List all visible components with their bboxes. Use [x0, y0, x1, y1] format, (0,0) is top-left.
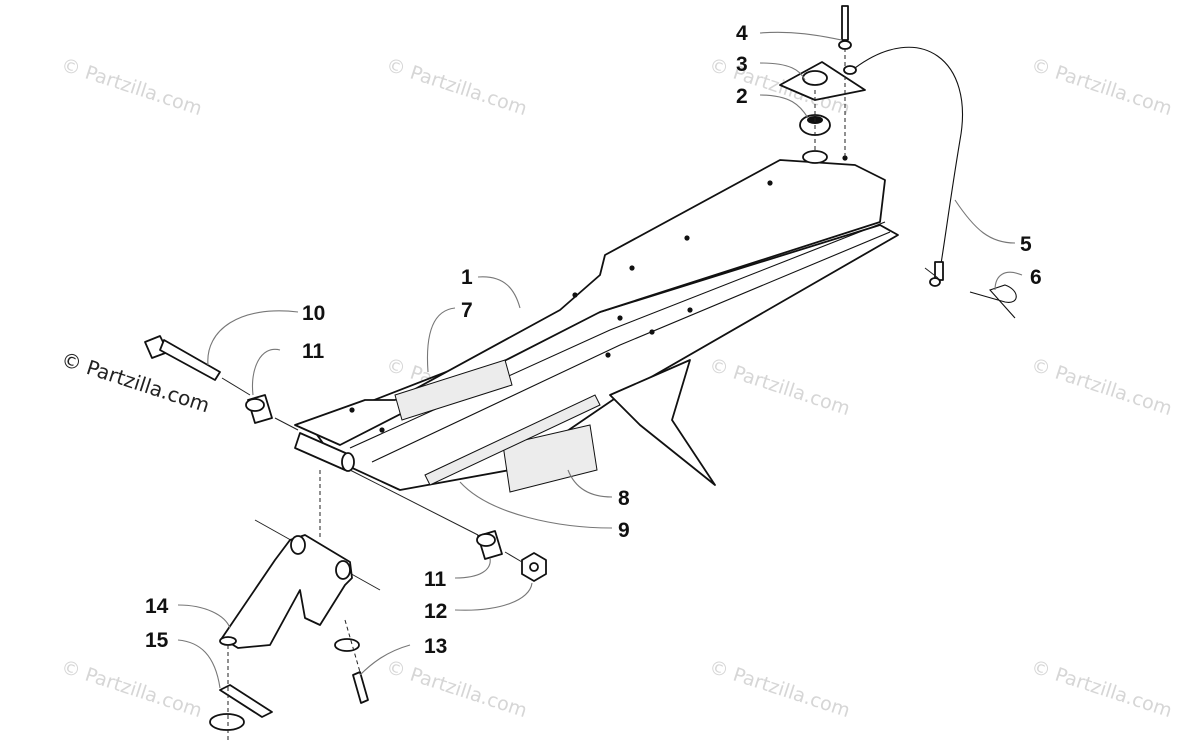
- callout-4: 4: [736, 22, 748, 45]
- rivet-13-body: [352, 671, 369, 704]
- bushing-face: [476, 533, 496, 547]
- leader-15: [177, 639, 221, 689]
- callout-13: 13: [424, 635, 447, 658]
- pin-4-head: [838, 40, 852, 50]
- bracket-eye: [290, 535, 306, 555]
- hitch-pin-clip-6: [969, 284, 1017, 319]
- nut-12: [504, 551, 547, 582]
- plate-hole: [842, 155, 848, 161]
- plate-hole: [687, 307, 693, 313]
- watermark-tile: © Partzilla.com: [706, 656, 852, 722]
- leader-2: [759, 94, 809, 119]
- plate-hole: [684, 235, 690, 241]
- plate-hole: [617, 315, 623, 321]
- watermark-tile: © Partzilla.com: [1028, 354, 1174, 420]
- bushing-face: [245, 398, 265, 412]
- bushing-11-upper: [245, 394, 299, 431]
- plate-hole: [349, 407, 355, 413]
- plate-hole: [572, 292, 578, 298]
- nut-axis: [504, 551, 523, 563]
- bracket-eye: [335, 560, 351, 580]
- tube-end: [341, 452, 355, 472]
- leader-8: [567, 469, 613, 498]
- leader-10: [207, 310, 299, 366]
- callout-11-upper: 11: [302, 340, 325, 363]
- leader-13: [359, 644, 411, 676]
- decal-9: [424, 394, 601, 486]
- watermark-tile: © Partzilla.com: [706, 354, 852, 420]
- callout-7: 7: [461, 299, 473, 322]
- clip-axis: [924, 267, 939, 279]
- plate-hole: [629, 265, 635, 271]
- watermark-tile: © Partzilla.com: [383, 656, 529, 722]
- washer-15: [209, 713, 245, 731]
- bolt-shank: [159, 339, 221, 381]
- plate-hole: [605, 352, 611, 358]
- washer-13: [334, 638, 360, 652]
- callout-9: 9: [618, 519, 630, 542]
- callout-2: 2: [736, 85, 748, 108]
- watermark-tile: © Partzilla.com: [383, 54, 529, 120]
- cable-eye: [843, 65, 857, 75]
- watermark-tile: © Partzilla.com: [1028, 54, 1174, 120]
- bushing-axis: [349, 469, 479, 536]
- leader-11-upper: [251, 348, 281, 396]
- leader-11-lower: [454, 557, 491, 579]
- callout-11-lower: 11: [424, 568, 447, 591]
- leader-5: [954, 199, 1016, 244]
- retainer-boss: [802, 70, 828, 86]
- rivet-washer-15: [209, 645, 273, 740]
- bolt-10: [144, 335, 251, 396]
- leader-lines: [177, 31, 1023, 689]
- leader-14: [177, 604, 231, 629]
- bolt-axis: [221, 377, 251, 396]
- callout-3: 3: [736, 53, 748, 76]
- callout-labels: 4 3 2 5 6 1 7 8 9 10 11 11 12 13 14 15: [145, 22, 1042, 658]
- nut-hole: [529, 562, 539, 572]
- bracket-body: [221, 534, 353, 649]
- callout-14: 14: [145, 595, 169, 618]
- leader-6: [994, 271, 1023, 291]
- decal-8: [502, 424, 598, 493]
- leader-4: [759, 31, 843, 41]
- watermark-tile: © Partzilla.com: [58, 54, 204, 120]
- mounting-plate: [294, 150, 899, 493]
- plate-mount-hole: [802, 150, 828, 164]
- bracket-foot: [219, 636, 237, 646]
- leader-7: [426, 307, 456, 373]
- callout-15: 15: [145, 629, 169, 652]
- callout-5: 5: [1020, 233, 1032, 256]
- watermark-tile: © Partzilla.com: [58, 656, 204, 722]
- plate-hole: [767, 180, 773, 186]
- callout-12: 12: [424, 600, 447, 623]
- cable-5: [854, 46, 964, 271]
- pin-4: [841, 5, 849, 41]
- leader-9: [459, 481, 613, 529]
- bracket-14: [219, 470, 381, 649]
- rivet-13: [334, 619, 369, 704]
- callout-1: 1: [461, 266, 473, 289]
- tether-cable: [843, 46, 1017, 319]
- rivet-axis: [344, 619, 361, 673]
- bushing-axis: [274, 417, 299, 431]
- watermark-tile: © Partzilla.com: [1028, 656, 1174, 722]
- retainer-assembly: [779, 5, 866, 160]
- decal-7: [394, 359, 513, 421]
- cable-end-loop: [929, 277, 941, 287]
- plate-rear-fin: [609, 359, 716, 486]
- callout-6: 6: [1030, 266, 1042, 289]
- leader-12: [454, 582, 533, 611]
- bushing-11-lower: [349, 469, 503, 560]
- leader-3: [759, 62, 806, 81]
- plate-hole: [649, 329, 655, 335]
- plate-hole: [379, 427, 385, 433]
- plate-crease: [371, 231, 891, 463]
- callout-8: 8: [618, 487, 630, 510]
- leader-1: [477, 276, 521, 309]
- callout-10: 10: [302, 302, 325, 325]
- plate-top-surface: [294, 159, 886, 446]
- spacer-strip: [219, 684, 273, 718]
